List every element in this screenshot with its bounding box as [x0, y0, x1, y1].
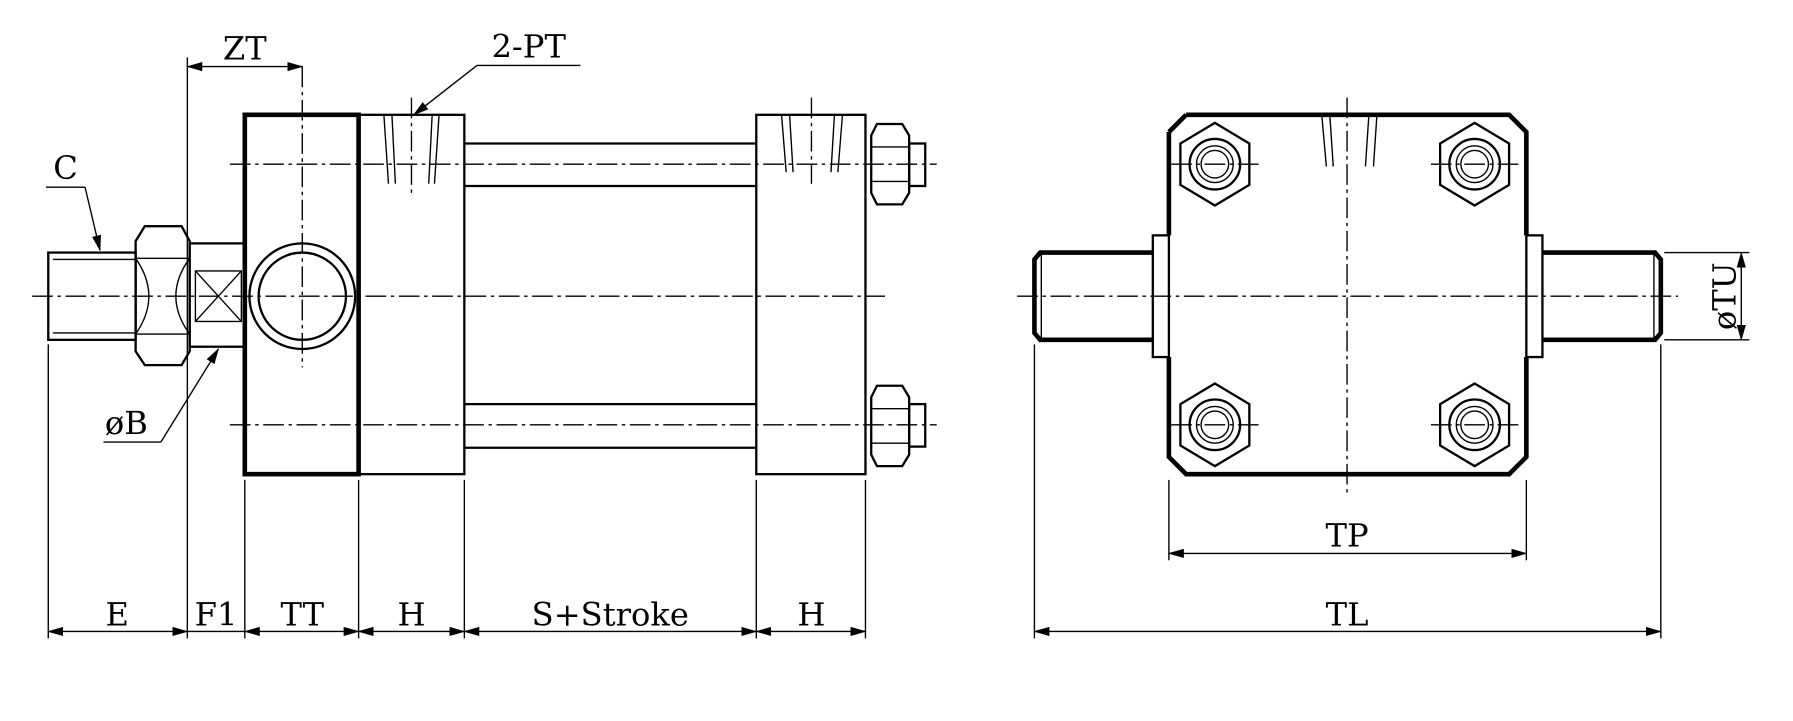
callout-pt: 2-PT: [412, 27, 581, 116]
label-tl: TL: [1326, 596, 1369, 634]
trunnion-pin-right: [1525, 234, 1664, 359]
dimension-tu: øTU: [1664, 251, 1750, 341]
label-h-rear: H: [797, 596, 825, 634]
label-b: øB: [105, 404, 148, 442]
bolt-top-left: [1171, 121, 1259, 207]
bolt-bottom-right: [1430, 382, 1519, 468]
label-s-stroke: S+Stroke: [532, 596, 689, 634]
extension-lines: [47, 57, 867, 639]
dimension-tp: TP: [1167, 479, 1528, 561]
bottom-dimensions: E F1 TT H S+Stroke H: [47, 596, 867, 637]
label-c: C: [53, 149, 78, 187]
tie-rod-nut-bottom: [870, 384, 927, 468]
label-2-pt: 2-PT: [491, 27, 566, 65]
head-cover: [357, 97, 466, 476]
label-zt: ZT: [223, 30, 267, 68]
dimension-tl: TL: [1033, 344, 1662, 639]
label-tp: TP: [1325, 517, 1368, 555]
label-f1: F1: [195, 596, 238, 634]
callout-c: C: [45, 149, 102, 252]
rod-nut: [134, 225, 191, 367]
label-tu: øTU: [1706, 262, 1744, 330]
dimension-zt: ZT: [186, 30, 304, 72]
callout-b: øB: [103, 348, 219, 443]
trunnion-block: [242, 66, 361, 477]
label-tt: TT: [281, 596, 325, 634]
label-h-front: H: [397, 596, 425, 634]
rod-thread: [47, 251, 137, 341]
tie-rod-bolts: [1171, 121, 1519, 468]
rod-wrench-flat: [188, 242, 246, 348]
tie-rod-nut-top: [870, 122, 927, 206]
rear-cover: [755, 97, 867, 476]
label-e: E: [105, 596, 128, 634]
bolt-top-right: [1430, 121, 1519, 207]
side-view: ZT 2-PT C øB E F1 TT H S+St: [32, 27, 937, 639]
tie-rods: [464, 142, 757, 449]
trunnion-pin-left: [1032, 234, 1171, 359]
bolt-bottom-left: [1171, 382, 1259, 468]
end-view: TP TL øTU: [1017, 97, 1750, 639]
